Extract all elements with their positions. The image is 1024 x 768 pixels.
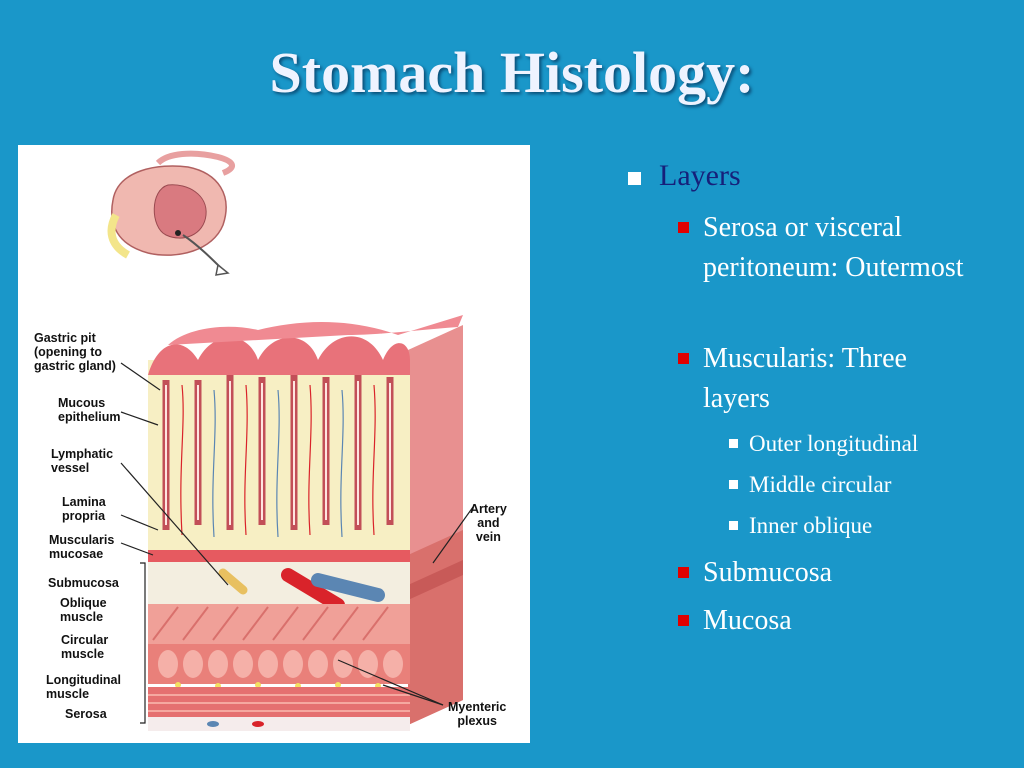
bullet-layers: Layers	[628, 156, 1008, 196]
square-bullet-icon	[678, 353, 689, 364]
square-bullet-icon	[678, 615, 689, 626]
square-bullet-icon	[678, 222, 689, 233]
label-mucous-epithelium: Mucous epithelium	[58, 396, 121, 424]
square-bullet-icon	[729, 521, 738, 530]
label-serosa: Serosa	[65, 707, 107, 721]
bullet-middle-circular: Middle circular	[729, 470, 1009, 500]
bullet-text: Serosa or visceral peritoneum: Outermost	[703, 212, 964, 283]
leader-lines	[120, 362, 474, 706]
square-bullet-icon	[729, 439, 738, 448]
label-circular-muscle: Circular muscle	[61, 633, 109, 661]
square-bullet-icon	[628, 172, 641, 185]
label-myenteric-plexus: Myenteric plexus	[448, 700, 507, 728]
label-submucosa: Submucosa	[48, 576, 119, 590]
stomach-illustration	[107, 150, 474, 731]
tissue-block-side	[408, 325, 463, 725]
stomach-wall-figure: Gastric pit (opening to gastric gland) M…	[18, 145, 530, 743]
bullet-serosa: Serosa or visceral peritoneum: Outermost	[678, 208, 978, 288]
stomach-thumbnail	[107, 150, 235, 276]
square-bullet-icon	[729, 480, 738, 489]
bullet-outer-longitudinal: Outer longitudinal	[729, 429, 1009, 459]
bullet-text: Submucosa	[703, 557, 833, 588]
label-muscularis-mucosae: Muscularis mucosae	[49, 533, 115, 561]
square-bullet-icon	[678, 567, 689, 578]
tissue-block-front	[148, 315, 463, 731]
bullet-mucosa: Mucosa	[678, 601, 978, 641]
label-lymphatic-vessel: Lymphatic vessel	[51, 447, 114, 475]
slide-title: Stomach Histology:	[269, 40, 755, 105]
bullet-text: Mucosa	[703, 605, 792, 636]
bullet-text: Outer longitudinal	[749, 431, 919, 456]
bullet-text: Middle circular	[749, 472, 892, 497]
label-artery-and-vein: Artery and vein	[470, 502, 507, 544]
layer-bracket	[140, 562, 146, 724]
bullet-text: Inner oblique	[749, 513, 873, 538]
bullet-inner-oblique: Inner oblique	[729, 511, 1009, 541]
bullet-muscularis: Muscularis: Three layers	[678, 339, 978, 419]
label-oblique-muscle: Oblique muscle	[60, 596, 107, 624]
bullet-text: Layers	[659, 159, 741, 192]
label-longitudinal-muscle: Longitudinal muscle	[46, 673, 121, 701]
bullet-text: Muscularis: Three layers	[703, 343, 907, 414]
bullet-submucosa: Submucosa	[678, 553, 978, 593]
label-lamina-propria: Lamina propria	[62, 495, 106, 523]
label-gastric-pit: Gastric pit (opening to gastric gland)	[34, 331, 116, 373]
